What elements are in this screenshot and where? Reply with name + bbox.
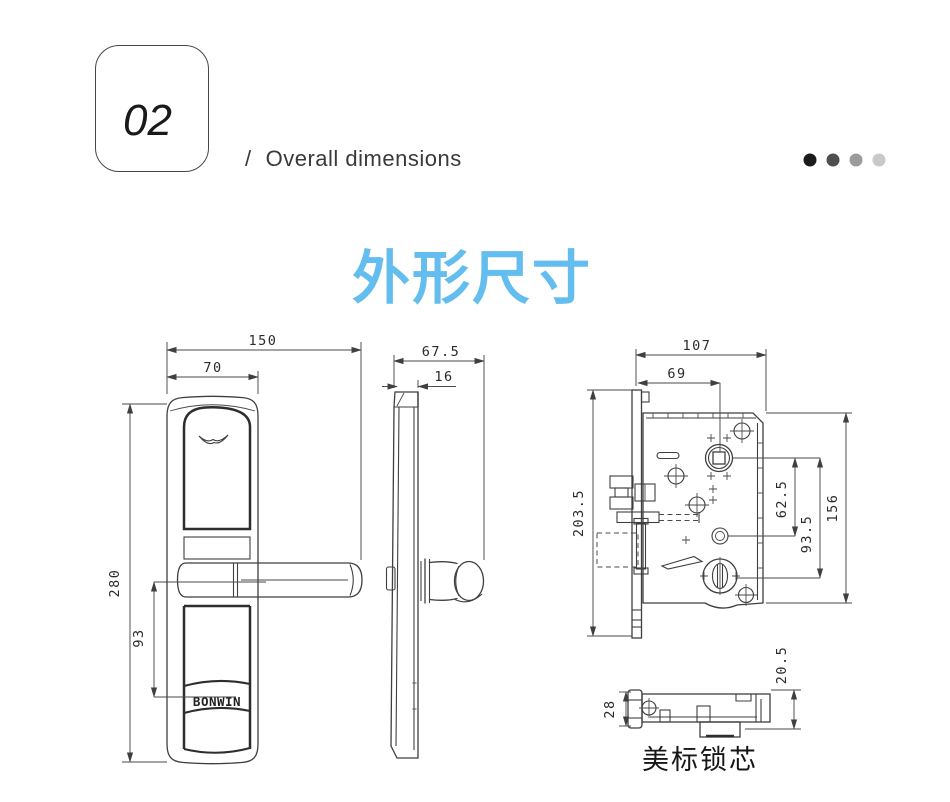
section-number: 02 — [123, 96, 172, 145]
dim-plate-thickness: 16 — [382, 369, 456, 390]
pagination-dot-4 — [872, 153, 886, 167]
dim-body-width: 107 — [635, 338, 767, 411]
dim-case-height: 156 — [766, 412, 852, 604]
dim-case-thickness: 20.5 — [745, 646, 801, 730]
divider-slash: / — [245, 146, 252, 171]
section-number-badge: 02 — [95, 45, 209, 172]
dim-label-156: 156 — [825, 494, 841, 523]
section-title: Overall dimensions — [265, 146, 462, 171]
brand-logo: BONWIN — [193, 694, 241, 709]
spindle-hub — [704, 443, 734, 473]
front-view: BONWIN 150 70 280 — [107, 333, 363, 765]
dim-lever-to-logo: 93 — [131, 581, 266, 698]
cylinder-caption: 美标锁芯 — [642, 745, 758, 776]
screw-boss — [730, 419, 754, 443]
dim-spindle-to-aux: 62.5 — [774, 457, 799, 537]
aux-hole — [711, 527, 729, 545]
dim-label-20-5: 20.5 — [774, 646, 790, 685]
deadbolt — [616, 511, 700, 524]
cylinder-hole — [702, 557, 738, 595]
chevron-icon — [198, 434, 229, 445]
lever-post — [633, 517, 649, 575]
dashed-box — [596, 532, 639, 568]
dim-faceplate-height: 203.5 — [571, 389, 632, 637]
dim-label-62-5: 62.5 — [774, 480, 790, 519]
side-view: 67.5 16 — [382, 344, 485, 759]
edge-ticks — [652, 413, 763, 569]
dim-plate-width: 70 — [166, 360, 259, 394]
cylinder-protrusion — [699, 721, 741, 738]
lock-body-view: 107 69 203.5 62.5 93. — [571, 338, 852, 639]
dim-label-150: 150 — [249, 333, 278, 349]
dim-label-69: 69 — [667, 366, 686, 382]
center-marks — [682, 434, 740, 580]
dim-label-93-5: 93.5 — [799, 515, 815, 554]
page-title: 外形尺寸 — [352, 244, 592, 308]
dim-label-93: 93 — [131, 628, 147, 647]
dim-label-107: 107 — [683, 338, 712, 354]
dim-overall-depth: 67.5 — [393, 344, 485, 560]
dim-label-67-5: 67.5 — [422, 344, 461, 360]
dim-overall-height: 280 — [107, 403, 167, 763]
section-heading: / Overall dimensions — [245, 146, 462, 172]
dim-backset: 69 — [637, 366, 721, 452]
pagination-dots — [803, 153, 886, 167]
dim-label-16: 16 — [434, 369, 453, 385]
dim-spindle-to-cylinder: 93.5 — [799, 457, 824, 579]
pagination-dot-3 — [849, 153, 863, 167]
screw-boss — [735, 584, 757, 606]
latch-bolt — [609, 475, 656, 510]
screw-boss — [685, 493, 709, 517]
dim-label-203-5: 203.5 — [571, 489, 587, 537]
page-title-wrap: 外形尺寸 — [352, 244, 592, 308]
pagination-dot-2 — [826, 153, 840, 167]
bottom-view: 28 20.5 美标锁芯 — [602, 646, 801, 776]
dim-label-28: 28 — [602, 699, 618, 718]
dim-label-280: 280 — [107, 569, 123, 598]
dim-faceplate-width: 28 — [602, 691, 631, 727]
screw-boss — [664, 464, 688, 488]
pagination-dot-1 — [803, 153, 817, 167]
dim-overall-width: 150 — [166, 333, 362, 560]
dim-label-70: 70 — [203, 360, 222, 376]
